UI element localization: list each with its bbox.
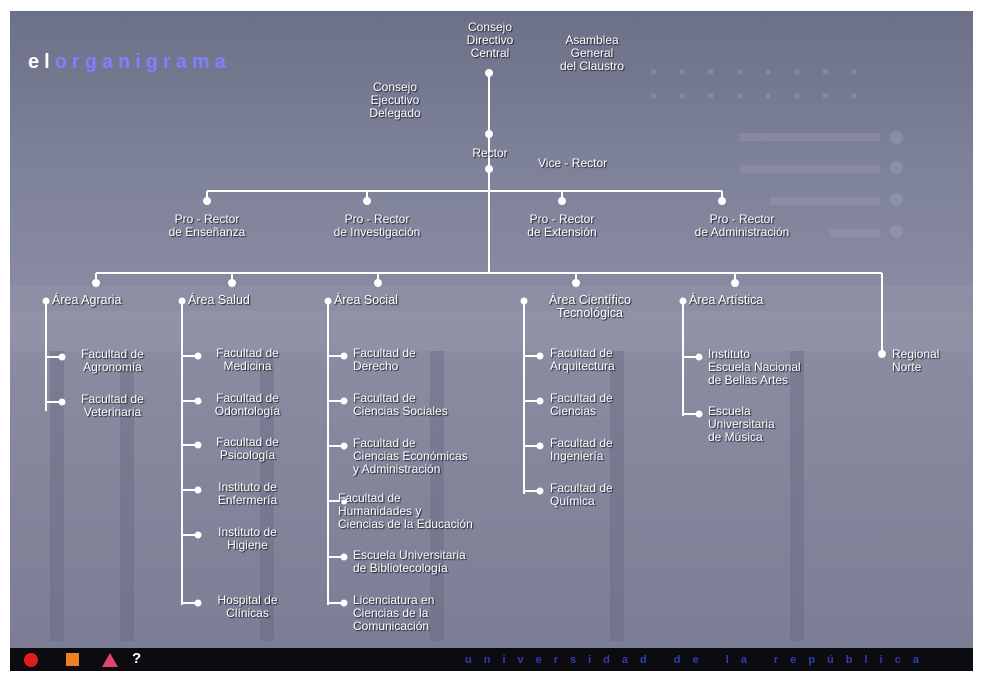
node-pro-rector-ensenanza[interactable]: Pro - Rector de Enseñanza	[168, 212, 246, 239]
unit-facultad-arquitectura[interactable]: Facultad de Arquitectura	[550, 346, 615, 373]
ghost-menu-line	[830, 229, 880, 237]
node-pro-rector-extension[interactable]: Pro - Rector de Extensión	[527, 212, 597, 239]
area-cientifico-tecnologica[interactable]: Área Científico Tecnológica	[549, 293, 631, 320]
unit-facultad-humanidades[interactable]: Facultad de Humanidades y Ciencias de la…	[338, 491, 473, 531]
unit-licenciatura-comunicacion[interactable]: Licenciatura en Ciencias de la Comunicac…	[353, 593, 435, 633]
unit-escuela-musica[interactable]: Escuela Universitaria de Música	[708, 404, 775, 444]
triangle-icon[interactable]	[102, 653, 118, 667]
ghost-menu-line	[740, 165, 880, 173]
ghost-menu-dot-icon	[890, 193, 903, 206]
unit-escuela-bellas-artes[interactable]: Instituto Escuela Nacional de Bellas Art…	[708, 347, 801, 387]
building-column	[430, 351, 444, 641]
organigrama-logo: elorganigrama	[28, 51, 231, 74]
area-artistica[interactable]: Área Artística	[689, 293, 764, 307]
unit-facultad-veterinaria[interactable]: Facultad de Veterinaria	[81, 392, 144, 419]
building-column	[260, 351, 274, 641]
organigram-panel: ▪ ▪ ▪ ▪ ▪ ▪ ▪ ▪ ▪ ▪ ▪ ▪ ▪ ▪ ▪ ▪ elorgani…	[10, 11, 973, 648]
area-salud[interactable]: Área Salud	[188, 293, 250, 307]
university-wordmark: universidad de la república	[465, 654, 931, 666]
node-asamblea-general[interactable]: Asamblea General del Claustro	[559, 33, 625, 73]
circle-icon[interactable]	[24, 653, 38, 667]
unit-facultad-derecho[interactable]: Facultad de Derecho	[353, 346, 416, 373]
logo-prefix: el	[28, 51, 55, 73]
unit-facultad-ciencias-sociales[interactable]: Facultad de Ciencias Sociales	[353, 391, 448, 418]
ghost-menu-line	[770, 197, 880, 205]
node-rector[interactable]: Rector	[472, 146, 508, 160]
ghost-header-text: ▪ ▪ ▪ ▪ ▪ ▪ ▪ ▪	[650, 85, 866, 107]
footer-bar: ? universidad de la república	[10, 648, 973, 671]
square-icon[interactable]	[66, 653, 79, 666]
unit-hospital-clinicas[interactable]: Hospital de Clínicas	[217, 593, 278, 620]
node-consejo-ejecutivo-delegado[interactable]: Consejo Ejecutivo Delegado	[369, 80, 421, 120]
org-chart-connectors	[42, 69, 886, 607]
unit-facultad-ingenieria[interactable]: Facultad de Ingeniería	[550, 436, 613, 463]
building-column	[790, 351, 804, 641]
area-agraria[interactable]: Área Agraria	[52, 293, 122, 307]
unit-instituto-higiene[interactable]: Instituto de Higiene	[218, 525, 277, 552]
ghost-header-text: ▪ ▪ ▪ ▪ ▪ ▪ ▪ ▪	[650, 61, 866, 83]
unit-instituto-enfermeria[interactable]: Instituto de Enfermería	[217, 480, 278, 507]
unit-facultad-medicina[interactable]: Facultad de Medicina	[216, 346, 279, 373]
building-cornice	[10, 311, 973, 351]
header-background	[10, 11, 973, 286]
building-photo-background	[10, 286, 973, 648]
ghost-menu-dot-icon	[890, 161, 903, 174]
unit-facultad-agronomia[interactable]: Facultad de Agronomía	[81, 347, 144, 374]
node-vice-rector[interactable]: Vice - Rector	[538, 156, 608, 170]
building-column	[120, 351, 134, 641]
area-regional-norte[interactable]: Regional Norte	[892, 347, 940, 374]
area-social[interactable]: Área Social	[334, 293, 398, 307]
unit-facultad-ciencias-economicas[interactable]: Facultad de Ciencias Económicas y Admini…	[353, 436, 468, 476]
ghost-menu-dot-icon	[890, 131, 903, 144]
building-column	[50, 351, 64, 641]
node-pro-rector-administracion[interactable]: Pro - Rector de Administración	[694, 212, 790, 239]
unit-facultad-psicologia[interactable]: Facultad de Psicología	[216, 435, 279, 462]
unit-facultad-quimica[interactable]: Facultad de Química	[550, 481, 613, 508]
unit-escuela-bibliotecologia[interactable]: Escuela Universitaria de Bibliotecología	[353, 548, 466, 575]
node-consejo-directivo-central[interactable]: Consejo Directivo Central	[466, 20, 514, 60]
building-column	[610, 351, 624, 641]
unit-facultad-ciencias[interactable]: Facultad de Ciencias	[550, 391, 613, 418]
unit-facultad-odontologia[interactable]: Facultad de Odontología	[214, 391, 281, 418]
node-pro-rector-investigacion[interactable]: Pro - Rector de Investigación	[333, 212, 421, 239]
help-icon[interactable]: ?	[132, 650, 142, 667]
ghost-menu-dot-icon	[890, 225, 903, 238]
logo-word: organigrama	[54, 51, 231, 73]
ghost-menu-line	[740, 133, 880, 141]
